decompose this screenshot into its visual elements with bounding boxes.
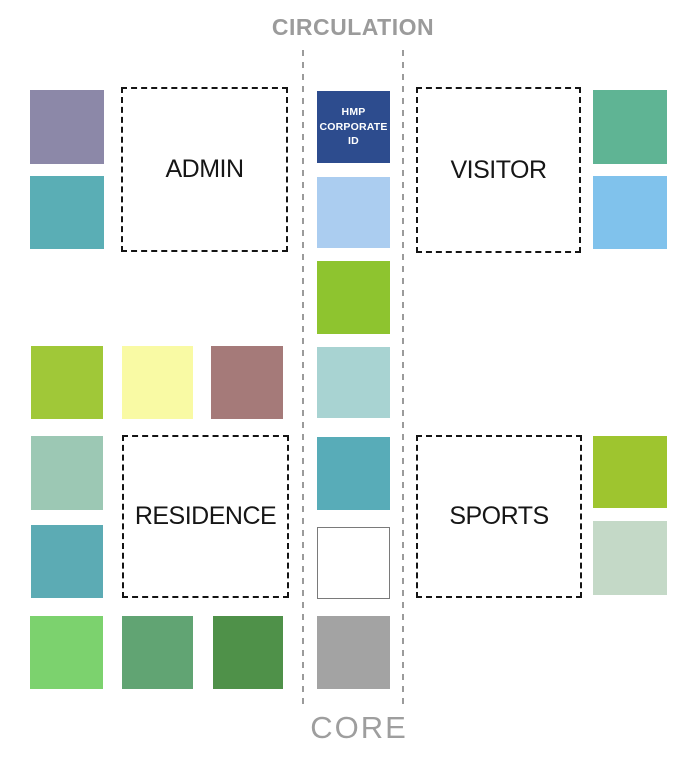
- sports-square-pale-sage: [593, 521, 667, 595]
- zone-sports-label: SPORTS: [449, 502, 549, 530]
- residence-square-dark-green: [213, 616, 283, 689]
- circulation-label: CIRCULATION: [271, 14, 435, 40]
- core-square-hmp-corporate-id-text-line: HMP: [341, 105, 366, 118]
- core-square-teal: [317, 437, 390, 510]
- residence-square-mauve: [211, 346, 283, 419]
- visitor-square-sea-green: [593, 90, 667, 164]
- residence-square-sage-green: [122, 616, 193, 689]
- admin-square-teal: [30, 176, 104, 249]
- core-label: CORE: [310, 710, 408, 745]
- zone-residence: RESIDENCE: [122, 435, 289, 598]
- core-square-white: [317, 527, 390, 599]
- residence-square-teal: [31, 525, 103, 598]
- residence-square-light-green: [30, 616, 103, 689]
- core-square-hmp-corporate-id-text-line: CORPORATE: [319, 120, 388, 133]
- zone-admin-label: ADMIN: [165, 155, 244, 183]
- core-square-light-blue: [317, 177, 390, 248]
- core-square-lime-green: [317, 261, 390, 334]
- residence-square-pale-green: [31, 436, 103, 510]
- circulation-corridor-left-boundary-line: [302, 50, 304, 709]
- zone-residence-label: RESIDENCE: [134, 502, 277, 530]
- zone-sports: SPORTS: [416, 435, 582, 598]
- residence-square-pale-yellow: [122, 346, 193, 419]
- zone-visitor: VISITOR: [416, 87, 581, 253]
- sports-square-lime-green: [593, 436, 667, 508]
- admin-square-purple: [30, 90, 104, 164]
- visitor-square-sky-blue: [593, 176, 667, 249]
- residence-square-lime-green: [31, 346, 103, 419]
- core-square-hmp-corporate-id: HMP CORPORATE ID: [317, 91, 390, 163]
- circulation-corridor-right-boundary-line: [402, 50, 404, 709]
- core-square-gray: [317, 616, 390, 689]
- core-square-hmp-corporate-id-text: HMP CORPORATE ID: [317, 91, 390, 163]
- zone-admin: ADMIN: [121, 87, 288, 252]
- zone-visitor-label: VISITOR: [450, 155, 547, 184]
- core-square-pale-teal: [317, 347, 390, 418]
- core-square-hmp-corporate-id-text-line: ID: [348, 135, 359, 148]
